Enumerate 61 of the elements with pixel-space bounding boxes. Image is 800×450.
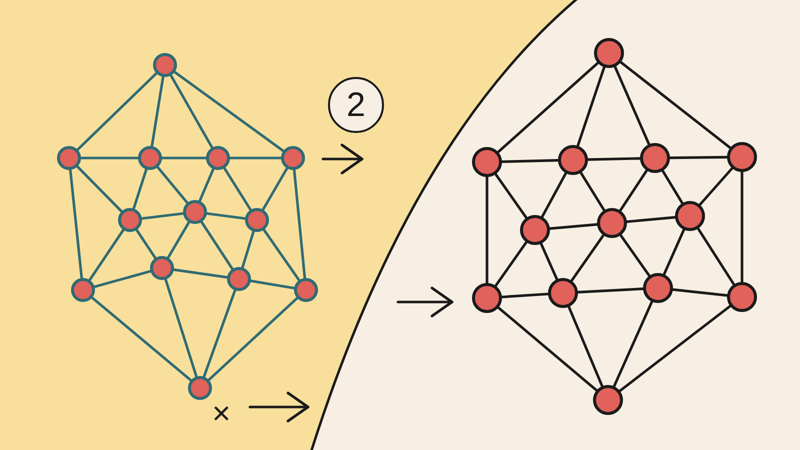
graph-edge	[93, 270, 152, 288]
graph-edge	[241, 230, 255, 269]
graph-edge	[619, 234, 651, 278]
graph-edge	[208, 296, 298, 382]
graph-edge	[90, 296, 192, 382]
graph-edge	[619, 169, 648, 212]
graph-edge	[76, 72, 158, 151]
graph-edge	[494, 173, 528, 219]
graph-edge	[150, 76, 164, 148]
graph-edge	[170, 74, 214, 149]
graph-edge	[698, 167, 734, 206]
graph-edge	[740, 170, 744, 284]
graph-edge	[580, 172, 606, 212]
graph-edge	[292, 168, 306, 280]
graph-edge	[496, 62, 600, 154]
graph-edge	[262, 167, 288, 211]
graph-edge	[500, 292, 550, 298]
graph-edge	[262, 228, 300, 282]
graph-edge	[135, 228, 157, 260]
graph-edge	[618, 304, 732, 392]
graph-edge	[69, 168, 83, 280]
graph-edge	[250, 280, 296, 290]
graph-edge	[164, 278, 198, 378]
graph-edge	[228, 156, 282, 160]
graph-edge	[202, 289, 236, 378]
graph-edge	[696, 227, 736, 286]
graph-edge	[198, 168, 215, 202]
graph-edge	[626, 216, 676, 223]
graph-edge	[612, 300, 654, 388]
graph-edge	[76, 165, 123, 213]
graph-edge	[668, 156, 728, 160]
graph-edge	[620, 60, 732, 150]
graph-edge	[223, 166, 252, 212]
graph-edge	[548, 223, 598, 230]
graph-edge	[568, 306, 604, 388]
graph-edge	[570, 234, 605, 282]
graph-edge	[80, 156, 140, 160]
graph-edge	[200, 220, 234, 270]
graph-edge	[156, 166, 189, 204]
graph-edge	[614, 65, 650, 146]
graph-edge	[576, 66, 606, 148]
graph-edge	[540, 172, 568, 218]
graph-edge	[540, 242, 558, 281]
graph-edge	[132, 168, 148, 210]
graph-edge	[576, 288, 644, 294]
graph-edge	[497, 306, 598, 392]
graph-edge	[140, 212, 184, 220]
graph-edge	[662, 228, 686, 276]
graph-edge	[160, 156, 208, 160]
graph-edge	[88, 228, 125, 282]
graph-edge	[500, 159, 560, 163]
graph-edge	[661, 170, 684, 204]
graph-edge	[586, 157, 642, 161]
graph-edge	[206, 212, 246, 220]
times-sign: ×	[212, 397, 231, 429]
graph-edge	[486, 176, 488, 284]
graph-edge	[672, 288, 728, 297]
graph-edge	[166, 221, 190, 259]
graph-edge	[494, 241, 528, 287]
graph-edge	[173, 70, 285, 152]
graph-edge	[172, 268, 228, 279]
